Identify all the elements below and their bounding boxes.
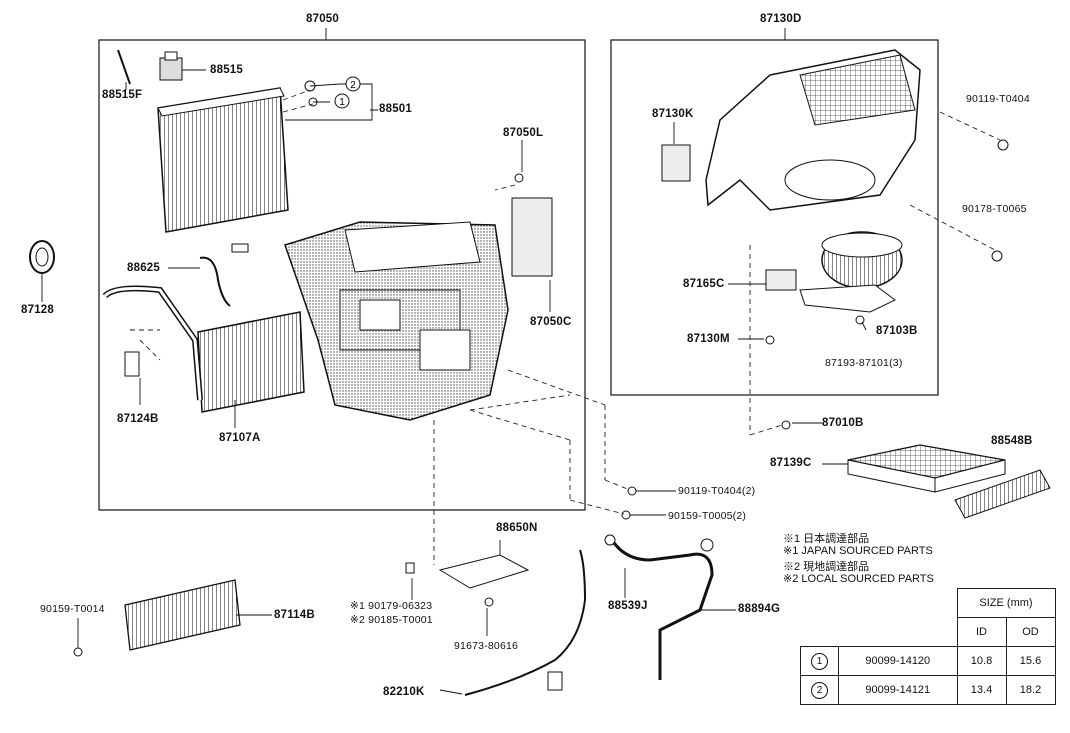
note-local-en: ※2 LOCAL SOURCED PARTS — [783, 573, 934, 585]
row-mark: 2 — [811, 681, 828, 699]
note-japan-jp: ※1 日本調達部品 — [783, 533, 870, 545]
label-90119-T0404: 90119-T0404 — [966, 93, 1030, 105]
ptc-heater-drawing — [124, 579, 241, 651]
label-87130K: 87130K — [652, 108, 694, 120]
label-87010B: 87010B — [822, 417, 864, 429]
blower-motor-drawing — [799, 231, 903, 313]
label-88515: 88515 — [210, 64, 243, 76]
heater-core-drawing — [102, 285, 305, 413]
group-87050-box — [98, 39, 586, 511]
label-88650N: 88650N — [496, 522, 538, 534]
label-90159-T0005-2: 90159-T0005(2) — [668, 510, 747, 522]
expansion-valve-drawing — [117, 49, 183, 85]
table-row: 1 90099-14120 10.8 15.6 — [800, 646, 1056, 676]
label-88894G: 88894G — [738, 603, 781, 615]
label-87050: 87050 — [306, 13, 339, 25]
label-87124B: 87124B — [117, 413, 159, 425]
label-88539J: 88539J — [608, 600, 648, 612]
size-table: SIZE (mm) ID OD 1 90099-14120 10.8 15.6 … — [800, 588, 1056, 705]
label-88625: 88625 — [127, 262, 160, 274]
callout-2: 2 — [350, 80, 356, 91]
table-row: 2 90099-14121 13.4 18.2 — [800, 675, 1056, 705]
label-91673-80616: 91673-80616 — [454, 640, 519, 652]
label-88515F: 88515F — [102, 89, 143, 101]
note-japan-en: ※1 JAPAN SOURCED PARTS — [783, 545, 933, 557]
label-88501: 88501 — [379, 103, 412, 115]
label-87050C: 87050C — [530, 316, 572, 328]
hvac-case-drawing — [284, 221, 509, 421]
label-87050L: 87050L — [503, 127, 544, 139]
label-82210K: 82210K — [383, 686, 425, 698]
label-90179-06323: ※1 90179-06323 — [350, 600, 433, 612]
evaporator-drawing — [157, 87, 289, 233]
row-od: 18.2 — [1005, 675, 1056, 705]
group-87130D-box — [610, 39, 939, 396]
label-87107A: 87107A — [219, 432, 261, 444]
row-id: 13.4 — [956, 675, 1007, 705]
callout-marks: 2 1 — [334, 76, 361, 109]
label-87193-87101: 87193-87101(3) — [825, 357, 903, 369]
label-90185-T0001: ※2 90185-T0001 — [350, 614, 433, 626]
label-87130M: 87130M — [687, 333, 730, 345]
row-od: 15.6 — [1005, 646, 1056, 676]
label-87114B: 87114B — [274, 609, 315, 621]
size-table-col-id: ID — [956, 617, 1007, 647]
cabin-filter-drawing — [847, 444, 1006, 493]
callout-1: 1 — [339, 97, 345, 108]
size-table-title: SIZE (mm) — [956, 588, 1056, 618]
label-88548B: 88548B — [991, 435, 1033, 447]
label-90159-T0014: 90159-T0014 — [40, 603, 105, 615]
size-table-col-od: OD — [1005, 617, 1056, 647]
label-90119-T0404-2: 90119-T0404(2) — [678, 485, 756, 497]
row-part: 90099-14120 — [838, 646, 958, 676]
row-part: 90099-14121 — [838, 675, 958, 705]
label-87130D: 87130D — [760, 13, 802, 25]
note-local-jp: ※2 現地調達部品 — [783, 561, 870, 573]
blower-case-drawing — [705, 49, 921, 211]
row-id: 10.8 — [956, 646, 1007, 676]
label-87128: 87128 — [21, 304, 54, 316]
label-87103B: 87103B — [876, 325, 918, 337]
row-mark: 1 — [811, 652, 828, 670]
label-87165C: 87165C — [683, 278, 725, 290]
label-90178-T0065: 90178-T0065 — [962, 203, 1027, 215]
label-87139C: 87139C — [770, 457, 812, 469]
